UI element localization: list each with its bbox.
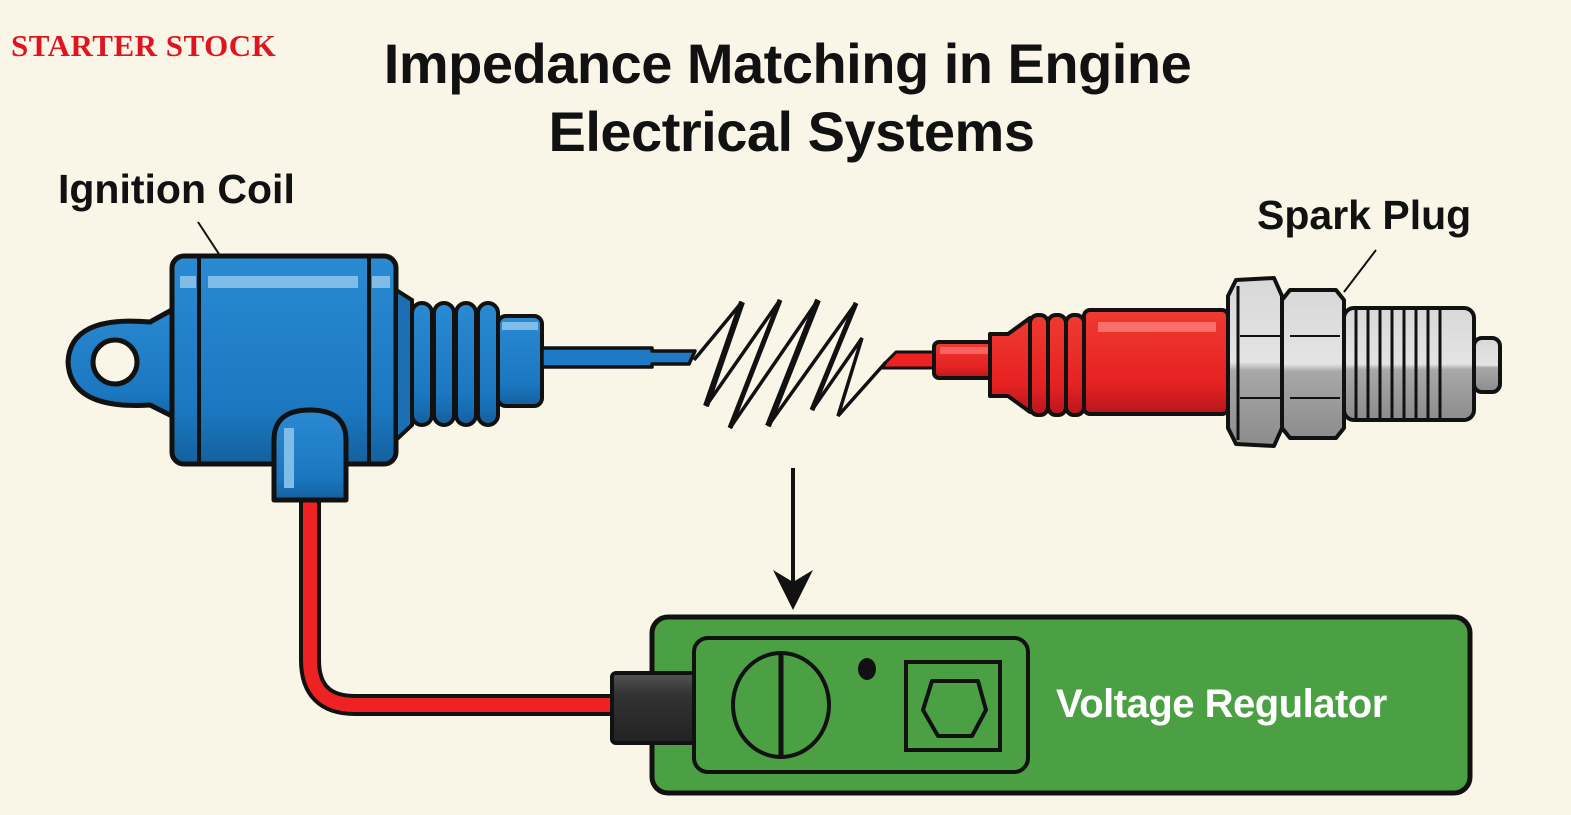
watermark: STARTER STOCK (11, 28, 277, 63)
ignition-coil-label: Ignition Coil (58, 166, 295, 212)
title-line-1: Impedance Matching in Engine (383, 32, 1192, 95)
voltage-regulator (610, 614, 1473, 796)
hex-terminal-icon (921, 679, 988, 738)
voltage-regulator-label: Voltage Regulator (1056, 682, 1387, 726)
spark-plug-label: Spark Plug (1257, 192, 1472, 238)
spark-gap-zigzag (692, 298, 888, 429)
ignition-coil (65, 253, 697, 503)
indicator-led (858, 658, 876, 680)
spark-plug-leader-line (1343, 249, 1377, 293)
title-line-2: Electrical Systems (548, 100, 1035, 163)
down-arrow-icon (773, 468, 813, 610)
diagram-title: Impedance Matching in Engine Electrical … (0, 30, 1571, 166)
spark-plug (880, 276, 1502, 448)
red-wire (299, 495, 620, 716)
mounting-hole (90, 337, 140, 387)
